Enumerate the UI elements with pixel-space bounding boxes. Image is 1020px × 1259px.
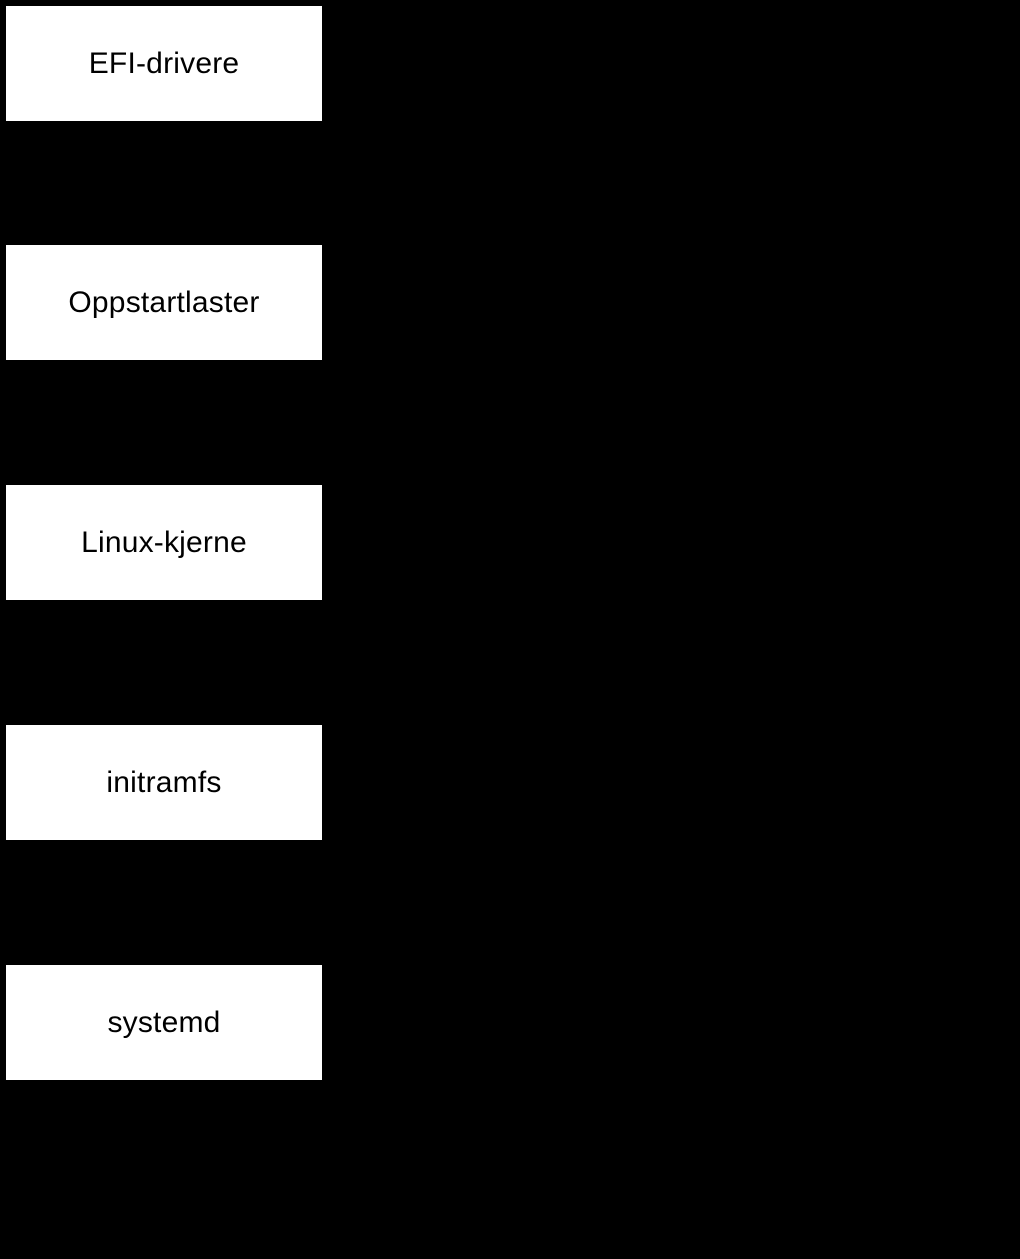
- stage-box-oppstartlaster: Oppstartlaster: [6, 245, 322, 360]
- stage-label-efi-drivere: EFI-drivere: [88, 46, 240, 80]
- stage-box-efi-drivere: EFI-drivere: [6, 6, 322, 121]
- stage-box-linux-kjerne: Linux-kjerne: [6, 485, 322, 600]
- stage-label-linux-kjerne: Linux-kjerne: [81, 525, 247, 559]
- stage-label-oppstartlaster: Oppstartlaster: [68, 285, 260, 319]
- stage-box-systemd: systemd: [6, 965, 322, 1080]
- stage-label-systemd: systemd: [107, 1005, 221, 1039]
- stage-box-initramfs: initramfs: [6, 725, 322, 840]
- stage-label-initramfs: initramfs: [106, 765, 222, 799]
